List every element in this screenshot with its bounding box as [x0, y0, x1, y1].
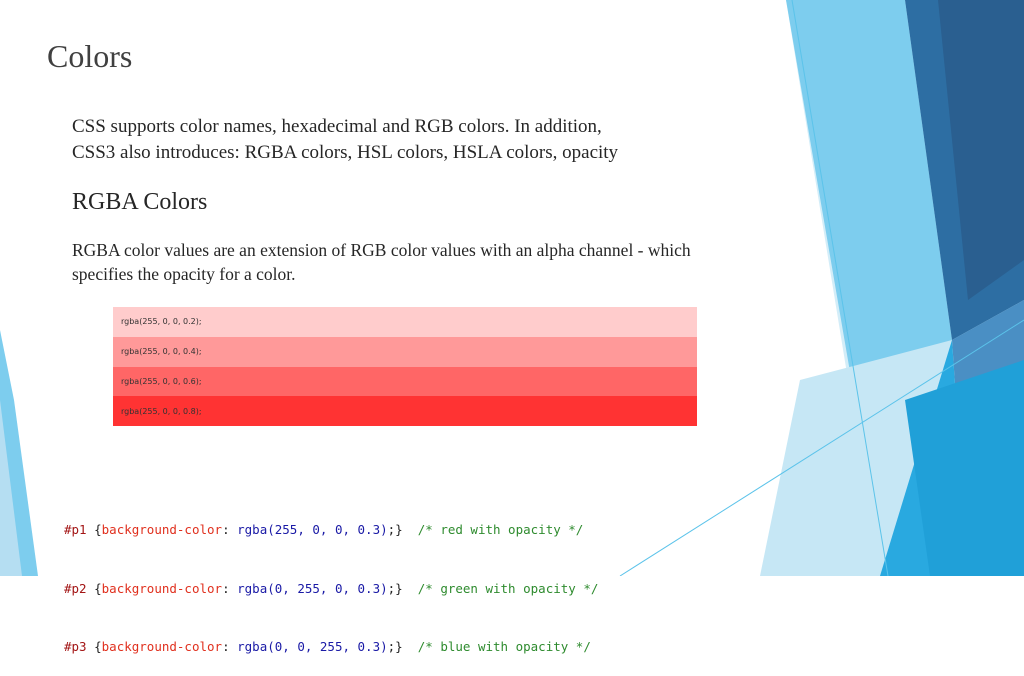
swatch-label: rgba(255, 0, 0, 0.4);	[121, 347, 202, 357]
swatch-row: rgba(255, 0, 0, 0.8);	[113, 396, 697, 426]
code-sample: #p1 {background-color: rgba(255, 0, 0, 0…	[64, 481, 598, 676]
para-line-1: RGBA color values are an extension of RG…	[72, 240, 691, 260]
code-value: rgba(0, 255, 0, 0.3)	[237, 580, 388, 596]
facet-mid-1	[786, 0, 952, 430]
code-value: rgba(255, 0, 0, 0.3)	[237, 522, 388, 537]
code-brace: {	[86, 580, 102, 596]
left-edge-facet-light	[0, 400, 22, 576]
code-colon: :	[222, 580, 238, 596]
swatch-row: rgba(255, 0, 0, 0.4);	[113, 336, 697, 367]
swatch-label: rgba(255, 0, 0, 0.6);	[121, 376, 202, 386]
code-value: rgba(0, 0, 255, 0.3)	[237, 639, 388, 654]
section-heading: RGBA Colors	[72, 189, 208, 215]
code-close: ;}	[387, 522, 403, 537]
code-comment: /* green with opacity */	[402, 580, 599, 596]
code-brace: {	[86, 522, 102, 537]
code-selector: #p1	[64, 522, 87, 537]
code-line: #p1 {background-color: rgba(255, 0, 0, 0…	[64, 520, 598, 540]
code-close: ;}	[387, 580, 403, 596]
code-property: background-color	[101, 639, 223, 654]
code-selector: #p3	[64, 639, 87, 654]
intro-text: CSS supports color names, hexadecimal an…	[72, 114, 772, 166]
intro-line-2: CSS3 also introduces: RGBA colors, HSL c…	[72, 142, 619, 163]
swatch-row: rgba(255, 0, 0, 0.2);	[113, 307, 697, 337]
code-close: ;}	[387, 639, 403, 654]
rgba-swatch-panel: rgba(255, 0, 0, 0.2); rgba(255, 0, 0, 0.…	[113, 307, 697, 426]
swatch-label: rgba(255, 0, 0, 0.2);	[121, 317, 202, 327]
intro-line-1: CSS supports color names, hexadecimal an…	[72, 116, 602, 137]
para-line-2: specifies the opacity for a color.	[72, 264, 296, 284]
code-property: background-color	[101, 580, 223, 596]
rgba-description: RGBA color values are an extension of RG…	[72, 238, 772, 286]
code-line: #p3 {background-color: rgba(0, 0, 255, 0…	[64, 637, 598, 657]
code-property: background-color	[101, 522, 223, 537]
slide-title: Colors	[47, 38, 133, 74]
swatch-label: rgba(255, 0, 0, 0.8);	[121, 406, 202, 416]
thin-line-1	[791, 0, 889, 576]
code-comment: /* blue with opacity */	[402, 639, 591, 654]
facet-bright-2	[760, 340, 952, 576]
code-brace: {	[86, 639, 102, 654]
code-comment: /* red with opacity */	[402, 522, 584, 537]
facet-teal	[905, 360, 1024, 576]
slide-decoration	[0, 0, 1024, 576]
code-line: #p2 {background-color: rgba(0, 255, 0, 0…	[64, 579, 598, 599]
code-colon: :	[222, 522, 238, 537]
facet-dark-2	[938, 0, 1024, 300]
code-selector: #p2	[64, 580, 87, 596]
swatch-row: rgba(255, 0, 0, 0.6);	[113, 366, 697, 397]
thin-line-2	[619, 319, 1024, 576]
code-colon: :	[222, 639, 238, 654]
